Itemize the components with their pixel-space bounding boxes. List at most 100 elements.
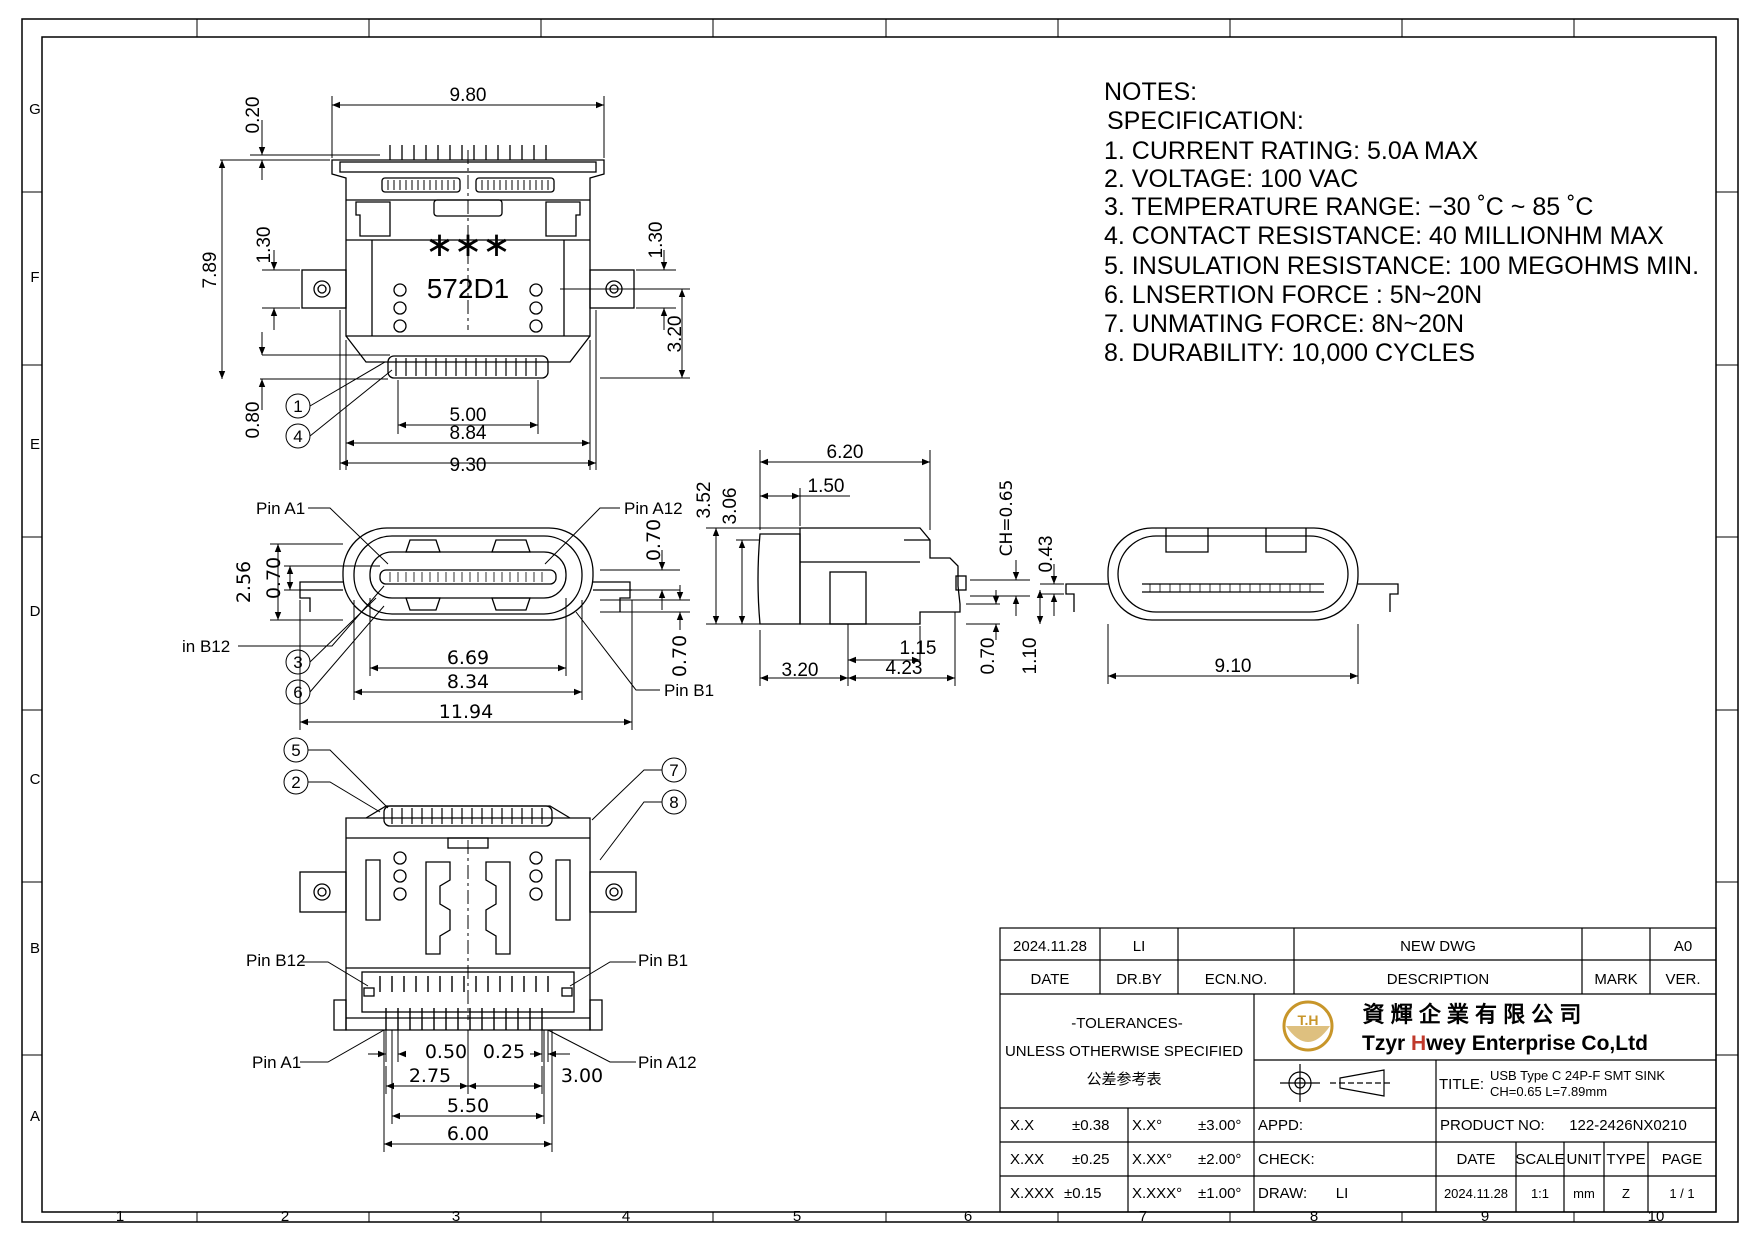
top-contacts: [395, 358, 537, 376]
tol-row3-a: X.XXX: [1010, 1185, 1054, 1202]
note-1: 1. CURRENT RATING: 5.0A MAX: [1104, 137, 1478, 165]
label-pin-a1-front: Pin A1: [256, 499, 305, 518]
top-slots: [387, 180, 549, 190]
tol-title: -TOLERANCES-: [1071, 1015, 1182, 1032]
top-view-dim-text: 9.80 0.20 7.89 1.30 1.30 3.20 0.80 5.00 …: [200, 85, 686, 476]
row-label-b: B: [30, 940, 40, 957]
dim-0-20: 0.20: [243, 97, 264, 134]
dim-0-43: 0.43: [1036, 536, 1057, 573]
dim-ch: CH=0.65: [997, 480, 1017, 557]
hdr-mark: MARK: [1594, 971, 1637, 988]
side-view-dims: [706, 450, 1044, 686]
dim-9-30: 9.30: [450, 455, 487, 476]
title-logo: T.H: [1282, 1000, 1334, 1052]
hdr2-page: PAGE: [1662, 1151, 1703, 1168]
dim-0-80: 0.80: [243, 402, 264, 439]
side-view-text: 6.20 1.50 3.52 3.06 CH=0.65 1.15 3.20 4.…: [694, 442, 1041, 681]
label-pin-b1-bottom: Pin B1: [638, 951, 688, 970]
product-no: 122-2426NX0210: [1569, 1117, 1687, 1134]
label-pin-a12-bottom: Pin A12: [638, 1053, 697, 1072]
callout-7: 7: [669, 761, 678, 780]
dim-4-23: 4.23: [886, 658, 923, 679]
tol-row1-b: ±0.38: [1072, 1117, 1109, 1134]
hdr-desc: DESCRIPTION: [1387, 971, 1490, 988]
dim-2-75: 2.75: [409, 1065, 451, 1087]
row-label-e: E: [30, 436, 40, 453]
title-line-1: USB Type C 24P-F SMT SINK: [1490, 1068, 1665, 1083]
dim-1-30-right: 1.30: [646, 222, 667, 259]
row-label-a: A: [30, 1108, 40, 1125]
company-en: Tzyr Hwey Enterprise Co,Ltd: [1362, 1032, 1648, 1055]
dim-0-70-front-right: 0.70: [643, 519, 665, 561]
bottom-view: [299, 805, 637, 1031]
title-block: [999, 927, 1717, 1213]
rear-view: [1065, 527, 1399, 621]
stars-marking: ∗∗∗: [425, 226, 510, 264]
row-label-d: D: [30, 603, 41, 620]
tol-row2-a: X.XX: [1010, 1151, 1044, 1168]
hdr-date: DATE: [1031, 971, 1070, 988]
note-5: 5. INSULATION RESISTANCE: 100 MEGOHMS MI…: [1104, 252, 1699, 280]
top-view-callouts: [285, 361, 393, 449]
hdr2-unit: UNIT: [1567, 1151, 1602, 1168]
val-page: 1 / 1: [1669, 1186, 1694, 1201]
draw-label: DRAW:: [1258, 1185, 1307, 1202]
bottom-top-contacts: [391, 808, 543, 824]
dim-2-56: 2.56: [233, 561, 255, 603]
note-7: 7. UNMATING FORCE: 8N~20N: [1104, 310, 1464, 338]
dim-5-00: 5.00: [450, 405, 487, 426]
col-label-2: 2: [281, 1208, 289, 1225]
col-label-6: 6: [964, 1208, 972, 1225]
col-label-9: 9: [1481, 1208, 1489, 1225]
dim-9-10: 9.10: [1215, 656, 1252, 677]
dim-1-30-left: 1.30: [254, 227, 275, 264]
sheet-frame: [21, 18, 1739, 1223]
dim-6-20: 6.20: [827, 442, 864, 463]
row-label-g: G: [29, 101, 41, 118]
callout-4: 4: [293, 427, 302, 446]
side-view: [757, 527, 967, 625]
dim-3-52: 3.52: [694, 482, 715, 519]
hdr2-scale: SCALE: [1515, 1151, 1564, 1168]
rev-drby: LI: [1133, 938, 1146, 955]
note-4: 4. CONTACT RESISTANCE: 40 MILLIONHM MAX: [1104, 222, 1664, 250]
front-view-text: Pin A1 Pin A12 in B12 Pin B1 2.56 0.70 0…: [182, 499, 714, 723]
front-view-dims: [238, 507, 690, 730]
val-type: Z: [1622, 1186, 1630, 1201]
callout-8: 8: [669, 793, 678, 812]
note-3: 3. TEMPERATURE RANGE: −30 ˚C ~ 85 ˚C: [1104, 193, 1594, 221]
top-pins: [389, 145, 547, 160]
dim-11-94: 11.94: [439, 701, 493, 723]
hdr-ecn: ECN.NO.: [1205, 971, 1268, 988]
hdr-drby: DR.BY: [1116, 971, 1162, 988]
dim-9-80: 9.80: [450, 85, 487, 106]
title-block-text: 2024.11.28 LI NEW DWG A0 DATE DR.BY ECN.…: [1005, 938, 1702, 1202]
top-view-dims: [218, 96, 690, 470]
rev-date: 2024.11.28: [1013, 938, 1087, 955]
callout-2: 2: [291, 773, 300, 792]
note-6: 6. LNSERTION FORCE : 5N~20N: [1104, 281, 1482, 309]
callout-3: 3: [293, 653, 302, 672]
rear-view-dims: [1040, 564, 1359, 684]
row-label-f: F: [30, 269, 39, 286]
tol-cn: 公差参考表: [1086, 1071, 1161, 1088]
logo-mark: T.H: [1298, 1012, 1319, 1028]
val-date: 2024.11.28: [1444, 1186, 1508, 1201]
row-label-c: C: [30, 771, 41, 788]
dim-0-25: 0.25: [483, 1041, 525, 1063]
notes-heading: NOTES:: [1104, 78, 1197, 106]
label-pin-b1-front: Pin B1: [664, 681, 714, 700]
part-marking: 572D1: [427, 273, 510, 304]
front-view: [299, 527, 632, 621]
callout-1: 1: [293, 397, 302, 416]
dim-0-70-front-left: 0.70: [263, 557, 285, 599]
col-label-7: 7: [1139, 1208, 1147, 1225]
tol-row3-c: X.XXX°: [1132, 1185, 1182, 1202]
dim-1-10: 1.10: [1020, 638, 1041, 675]
tol-row3-d: ±1.00°: [1198, 1185, 1241, 1202]
dim-1-50: 1.50: [808, 476, 845, 497]
val-scale: 1:1: [1531, 1186, 1549, 1201]
rear-contacts: [1149, 584, 1311, 592]
bottom-pads-lower: [385, 1008, 543, 1030]
